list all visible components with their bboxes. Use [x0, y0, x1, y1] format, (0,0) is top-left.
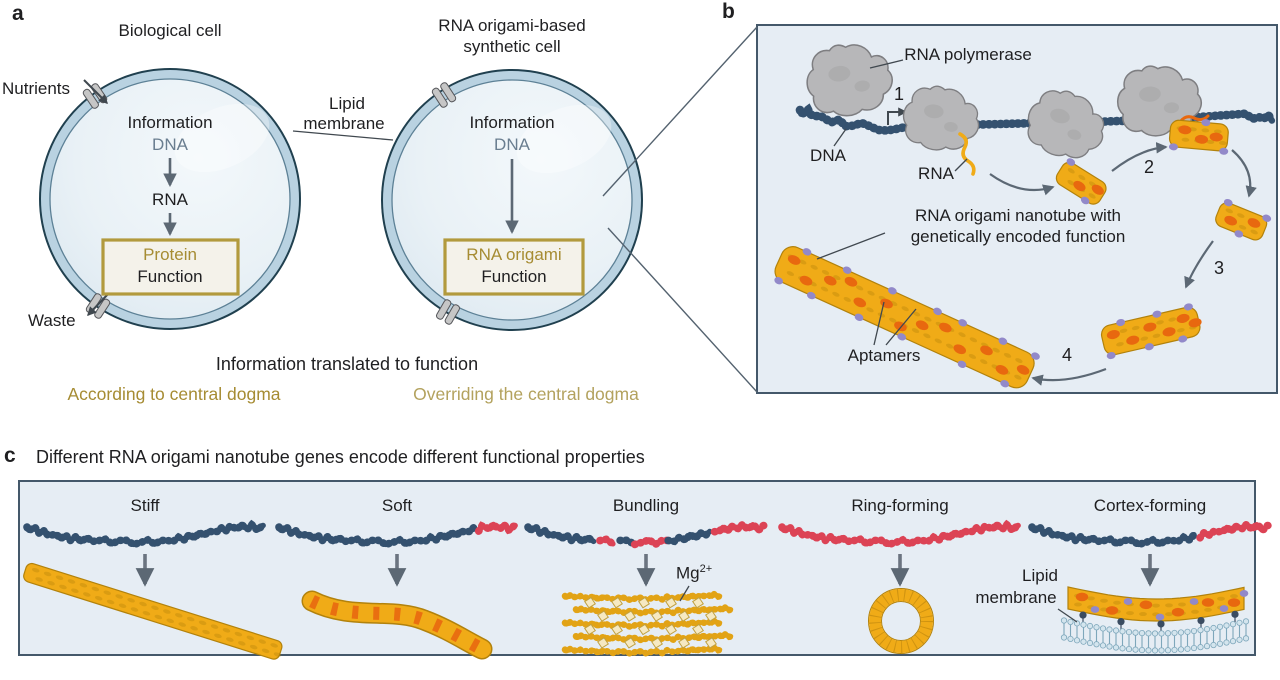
zoom-callout-line-top	[603, 27, 757, 196]
rna-polymerase-label: RNA polymerase	[904, 45, 1032, 64]
column-header-cortex-forming: Cortex-forming	[1094, 496, 1206, 515]
dna-label-b: DNA	[810, 146, 846, 165]
panel-c-label: c	[4, 444, 16, 468]
rna-label-bio: RNA	[152, 190, 188, 209]
rna-label-b: RNA	[918, 164, 954, 183]
bio-cell-title: Biological cell	[119, 21, 222, 40]
panel-a-label: a	[12, 2, 24, 26]
information-label-bio: Information	[127, 113, 212, 132]
dna-label-syn: DNA	[494, 135, 530, 154]
waste-label: Waste	[28, 311, 76, 330]
step-4-label: 4	[1062, 345, 1072, 365]
synthetic-cell-drawing	[382, 70, 642, 330]
lipid-membrane-label-c-1: Lipid	[1022, 566, 1058, 585]
mg-ion-charge: 2+	[700, 563, 713, 575]
rna-origami-label: RNA origami	[466, 245, 561, 264]
step-1-label: 1	[894, 84, 904, 104]
nanotube-caption-1: RNA origami nanotube with	[915, 206, 1121, 225]
step-2-label: 2	[1144, 157, 1154, 177]
information-label-syn: Information	[469, 113, 554, 132]
dna-label-bio: DNA	[152, 135, 188, 154]
mg-ion-label: Mg2+	[676, 563, 712, 583]
protein-label: Protein	[143, 245, 197, 264]
function-label-bio: Function	[137, 267, 202, 286]
lipid-membrane-label-c-2: membrane	[975, 588, 1056, 607]
column-header-stiff: Stiff	[131, 496, 160, 515]
panel-b-label: b	[722, 0, 735, 24]
step-3-label: 3	[1214, 258, 1224, 278]
syn-cell-title-1: RNA origami-based	[438, 16, 585, 35]
lipid-membrane-label-1: Lipid	[329, 94, 365, 113]
panel-a-caption: Information translated to function	[216, 354, 478, 374]
nutrients-label: Nutrients	[2, 79, 70, 98]
zoom-callout-line-bottom	[608, 228, 757, 392]
mg-ion-text: Mg	[676, 564, 700, 583]
central-dogma-note: According to central dogma	[67, 385, 280, 405]
panel-c-title: Different RNA origami nanotube genes enc…	[36, 447, 645, 467]
column-header-soft: Soft	[382, 496, 412, 515]
lipid-membrane-label-2: membrane	[303, 114, 384, 133]
overriding-dogma-note: Overriding the central dogma	[413, 385, 639, 405]
column-header-ring-forming: Ring-forming	[851, 496, 948, 515]
nanotube-caption-2: genetically encoded function	[911, 227, 1126, 246]
syn-cell-title-2: synthetic cell	[463, 37, 560, 56]
function-label-syn: Function	[481, 267, 546, 286]
aptamers-label: Aptamers	[848, 346, 921, 365]
column-header-bundling: Bundling	[613, 496, 679, 515]
